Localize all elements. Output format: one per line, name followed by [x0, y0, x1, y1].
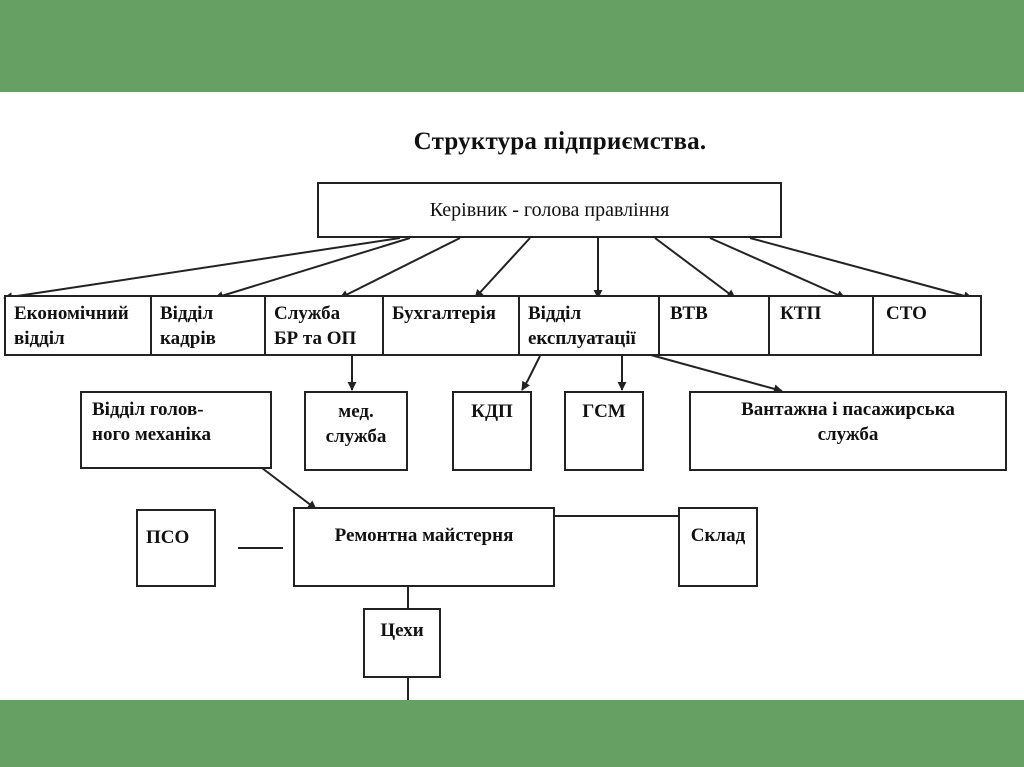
dept-operations-line-1: Відділ	[528, 303, 582, 324]
unit-medical: мед. служба	[304, 391, 408, 471]
dept-safety-line-2: БР та ОП	[274, 328, 357, 349]
dept-economic-line-2: відділ	[14, 328, 65, 349]
unit-pso-label: ПСО	[146, 527, 190, 548]
unit-repair-label: Ремонтна майстерня	[334, 525, 514, 546]
arrow-to-economic	[3, 237, 401, 302]
root-label: Керівник - голова правління	[429, 199, 670, 221]
arrow-to-safety	[339, 237, 461, 299]
unit-chief-mechanic-line-1: Відділ голов-	[92, 399, 204, 420]
dept-personnel: Відділ кадрів	[150, 295, 266, 356]
unit-cargo-line-2: служба	[817, 424, 879, 445]
unit-chief-mechanic-line-2: ного механіка	[92, 424, 211, 445]
unit-medical-line-2: служба	[325, 426, 387, 447]
arrow-to-personnel	[214, 237, 411, 300]
root-box-director: Керівник - голова правління	[317, 182, 782, 238]
unit-kdp: КДП	[452, 391, 532, 471]
top-band	[0, 0, 1024, 92]
unit-cargo-line-1: Вантажна і пасажирська	[741, 399, 955, 420]
unit-repair-workshop: Ремонтна майстерня	[293, 507, 555, 587]
diagram-title: Структура підприємства.	[413, 128, 707, 155]
dept-operations: Відділ експлуатації	[518, 295, 660, 356]
arrow-to-repair	[261, 467, 317, 510]
dept-safety-line-1: Служба	[274, 303, 341, 324]
unit-cargo-passenger: Вантажна і пасажирська служба	[689, 391, 1007, 471]
unit-warehouse-label: Склад	[690, 525, 746, 546]
unit-warehouse: Склад	[678, 507, 758, 587]
dept-ktp-line-1: КТП	[780, 303, 822, 324]
dept-sto: СТО	[872, 295, 982, 356]
bottom-band	[0, 700, 1024, 767]
arrow-to-ktp	[709, 237, 846, 299]
dept-vtv: ВТВ	[658, 295, 770, 356]
dept-economic-line-1: Економічний	[14, 303, 129, 324]
unit-pso: ПСО	[136, 509, 216, 587]
dept-accounting: Бухгалтерія	[382, 295, 520, 356]
arrow-to-kdp	[521, 355, 541, 391]
dept-economic: Економічний відділ	[4, 295, 152, 356]
dept-operations-line-2: експлуатації	[528, 328, 636, 349]
unit-shops: Цехи	[363, 608, 441, 678]
arrow-to-cargo	[639, 351, 783, 394]
dept-personnel-line-2: кадрів	[160, 328, 216, 349]
unit-medical-line-1: мед.	[338, 401, 374, 422]
dept-vtv-line-1: ВТВ	[670, 303, 708, 324]
arrow-to-vtv	[654, 237, 736, 299]
dept-sto-line-1: СТО	[886, 303, 927, 324]
unit-chief-mechanic: Відділ голов- ного механіка	[80, 391, 272, 469]
unit-gsm: ГСМ	[564, 391, 644, 471]
unit-gsm-line-1: ГСМ	[582, 401, 626, 422]
dept-safety: Служба БР та ОП	[264, 295, 384, 356]
arrow-to-accounting	[474, 237, 531, 299]
dept-accounting-line-1: Бухгалтерія	[392, 303, 496, 324]
unit-shops-label: Цехи	[380, 620, 424, 641]
dept-personnel-line-1: Відділ	[160, 303, 214, 324]
arrow-to-sto	[749, 237, 973, 301]
dept-ktp: КТП	[768, 295, 874, 356]
unit-kdp-line-1: КДП	[471, 401, 513, 422]
